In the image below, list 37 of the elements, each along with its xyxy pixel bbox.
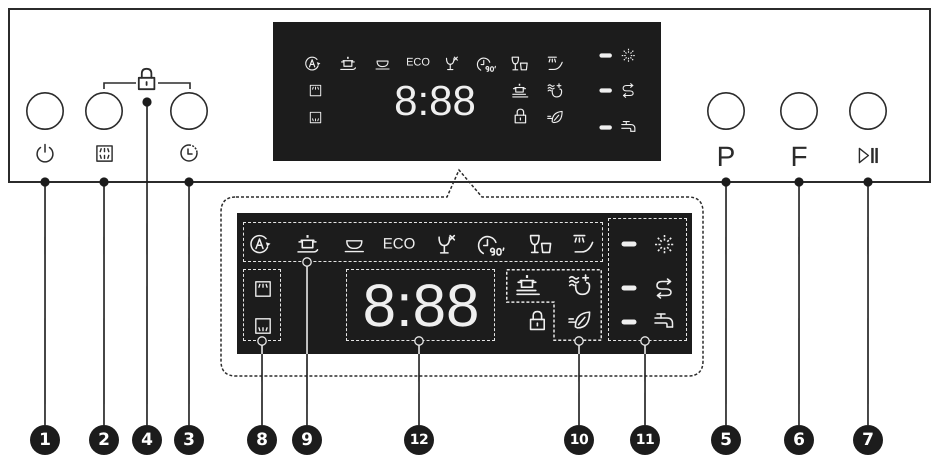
display-panel [237,213,692,354]
callout-number: 5 [711,425,741,455]
callout-number: 7 [853,425,883,455]
display-label: ECO [406,58,430,68]
leader-line [863,177,873,425]
leader-line [794,177,804,425]
callout-number: 2 [89,425,119,455]
callout-number: 9 [292,425,322,455]
indicator-group [608,218,687,341]
leader-line [574,336,584,425]
digit-readout: 8:88 [394,80,476,122]
leader-line [142,97,152,425]
callout-number: 10 [564,425,594,455]
leader-line [184,177,194,425]
callout-number: 12 [404,425,434,455]
indicator-group [506,269,602,341]
callout-number: 8 [247,425,277,455]
callout-number: 11 [630,425,660,455]
leader-line [721,177,731,425]
leader-line [40,177,50,425]
display-label: ECO [382,236,416,252]
callout-number: 3 [174,425,204,455]
leader-line [640,336,650,425]
digit-readout: 8:88 [362,276,480,336]
leader-line [99,177,109,425]
indicator-group [243,222,603,262]
display-panel [273,22,661,161]
button-label: P [716,143,736,171]
callout-number: 4 [132,425,162,455]
indicator-group [346,269,495,341]
callout-number: 1 [30,425,60,455]
leader-line [414,336,424,425]
indicator-group [243,269,281,341]
leader-line [257,336,267,425]
callout-number: 6 [784,425,814,455]
leader-line [302,257,312,425]
button-label: F [790,143,808,171]
